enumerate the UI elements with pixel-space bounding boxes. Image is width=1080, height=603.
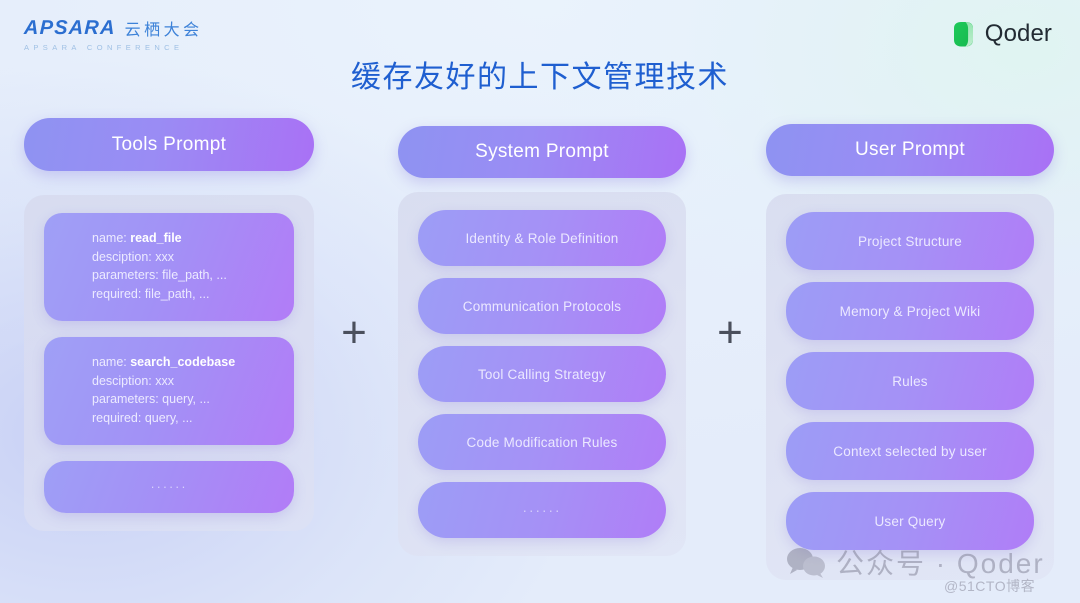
user-prompt-item: Project Structure: [786, 212, 1034, 270]
tool-line: name: read_file: [92, 229, 274, 248]
wechat-icon: [786, 546, 826, 578]
tool-card: name: read_file desciption: xxx paramete…: [44, 213, 294, 321]
tool-line-value: xxx: [155, 249, 174, 264]
user-prompt-panel: Project Structure Memory & Project Wiki …: [766, 194, 1054, 580]
apsara-logo-primary: APSARA 云栖大会: [24, 16, 203, 40]
tool-line: desciption: xxx: [92, 372, 274, 391]
tool-line-label: name:: [92, 231, 131, 245]
apsara-chinese-name: 云栖大会: [124, 22, 203, 39]
plus-operator-icon: +: [717, 308, 743, 357]
user-prompt-item: Memory & Project Wiki: [786, 282, 1034, 340]
tool-line-label: required:: [92, 286, 145, 301]
column-header-tools-prompt: Tools Prompt: [24, 118, 314, 171]
tool-line: required: query, ...: [92, 409, 274, 428]
plus-operator-icon: +: [341, 308, 367, 357]
column-tools-prompt: Tools Prompt name: read_file desciption:…: [24, 118, 314, 531]
tool-line-value: search_codebase: [130, 355, 236, 369]
system-prompt-item-ellipsis: ······: [418, 482, 666, 538]
user-prompt-item: User Query: [786, 492, 1034, 550]
tool-line-value: file_path, ...: [162, 268, 227, 282]
column-system-prompt: System Prompt Identity & Role Definition…: [398, 118, 686, 556]
tool-line-label: parameters:: [92, 268, 163, 282]
tools-prompt-panel: name: read_file desciption: xxx paramete…: [24, 195, 314, 531]
apsara-logo: APSARA 云栖大会 APSARA CONFERENCE: [24, 16, 203, 53]
tool-line-value: query, ...: [144, 410, 193, 425]
tool-line: desciption: xxx: [92, 248, 274, 267]
tool-card: name: search_codebase desciption: xxx pa…: [44, 337, 294, 445]
column-header-user-prompt: User Prompt: [766, 124, 1054, 176]
watermark: 公众号 · Qoder: [786, 542, 1045, 582]
tool-line-label: desciption:: [92, 373, 156, 388]
tool-line: parameters: file_path, ...: [92, 266, 274, 285]
column-user-prompt: User Prompt Project Structure Memory & P…: [766, 118, 1054, 580]
apsara-logo-subtitle: APSARA CONFERENCE: [24, 43, 184, 52]
qoder-logo: Qoder: [951, 20, 1052, 48]
qoder-wordmark: Qoder: [984, 20, 1052, 47]
page-title: 缓存友好的上下文管理技术: [351, 61, 729, 94]
tool-line: required: file_path, ...: [92, 285, 274, 304]
system-prompt-item: Tool Calling Strategy: [418, 346, 666, 402]
qoder-cube-icon: [951, 21, 976, 48]
tool-card-ellipsis: ······: [44, 461, 294, 513]
system-prompt-item: Code Modification Rules: [418, 414, 666, 470]
apsara-wordmark: APSARA: [23, 16, 117, 39]
system-prompt-item: Communication Protocols: [418, 278, 666, 334]
watermark-text: 公众号 · Qoder: [836, 548, 1045, 579]
column-header-system-prompt: System Prompt: [398, 126, 686, 178]
tool-line-label: required:: [92, 410, 145, 425]
tool-line-label: parameters:: [92, 392, 163, 406]
watermark-sub-text: @51CTO博客: [944, 578, 1036, 594]
user-prompt-item: Context selected by user: [786, 422, 1034, 480]
tool-line: name: search_codebase: [92, 353, 274, 372]
tool-line-label: desciption:: [92, 249, 156, 264]
tool-line: parameters: query, ...: [92, 390, 274, 409]
tool-line-value: read_file: [130, 231, 182, 245]
tool-line-value: file_path, ...: [144, 286, 210, 301]
user-prompt-item: Rules: [786, 352, 1034, 410]
tool-line-value: query, ...: [162, 392, 210, 406]
system-prompt-panel: Identity & Role Definition Communication…: [398, 192, 686, 556]
tool-line-label: name:: [92, 355, 131, 369]
tool-line-value: xxx: [155, 373, 174, 388]
system-prompt-item: Identity & Role Definition: [418, 210, 666, 266]
